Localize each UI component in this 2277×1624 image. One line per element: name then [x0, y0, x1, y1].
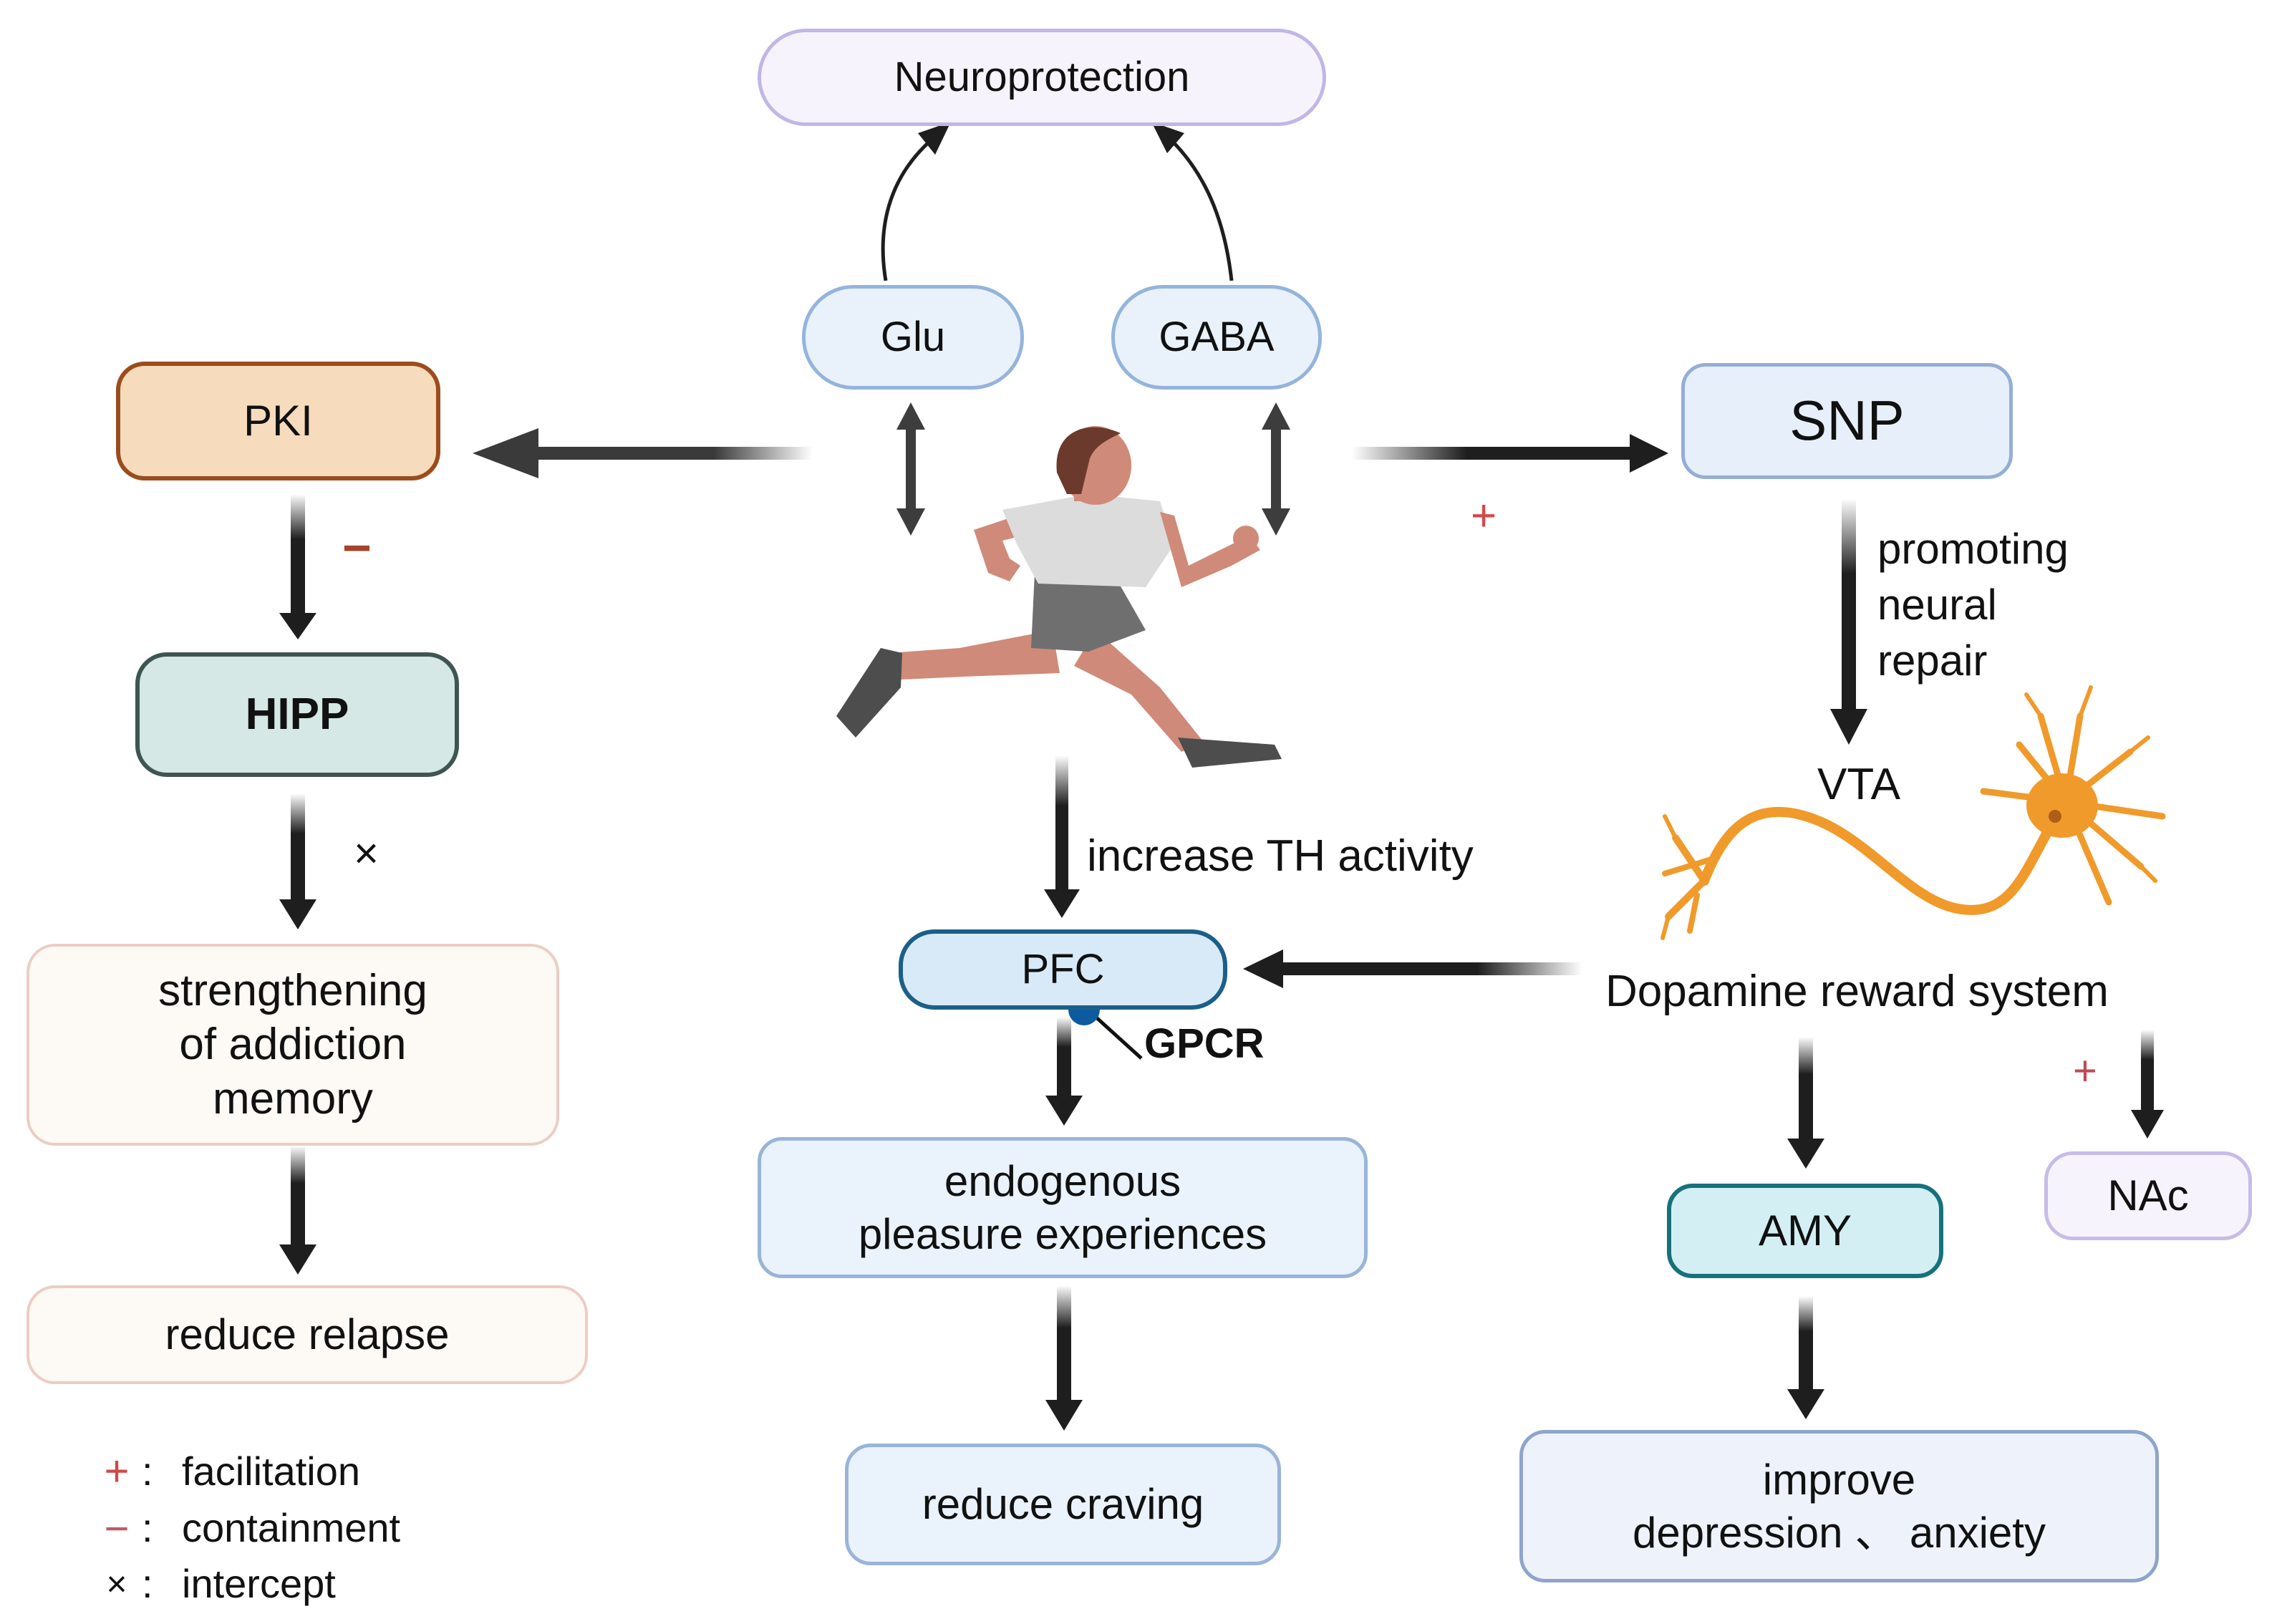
arrow-amy-improve: [1787, 1296, 1824, 1419]
legend-label-containment: containment: [182, 1505, 401, 1551]
arrow-dopamine-amy: [1787, 1037, 1824, 1169]
node-pfc-label: PFC: [1021, 945, 1105, 992]
arrow-dopamine-pfc: [1243, 949, 1582, 988]
sign-facilitation-nac: +: [2073, 1048, 2097, 1094]
node-neuroprotection: Neuroprotection: [758, 29, 1326, 126]
node-hipp-label: HIPP: [245, 690, 349, 740]
node-glu-label: Glu: [880, 313, 946, 360]
arrow-snp-vta: [1830, 498, 1867, 745]
node-snp-label: SNP: [1789, 389, 1905, 453]
node-strengthening-addiction-memory: strengthening of addiction memory: [26, 944, 559, 1146]
node-improve-line-2: depression 、 anxiety: [1633, 1508, 2046, 1557]
arrow-hipp-strengthening: [279, 793, 316, 929]
running-person-icon: [836, 426, 1282, 768]
node-reduce-craving-label: reduce craving: [922, 1480, 1204, 1529]
label-increase-th-activity: increase TH activity: [1087, 831, 1474, 881]
node-strengthening-line-3: memory: [213, 1073, 373, 1123]
node-strengthening-line-1: strengthening: [158, 965, 427, 1015]
node-snp: SNP: [1681, 363, 2013, 479]
node-nac: NAc: [2044, 1151, 2252, 1240]
arrow-exercise-snp: [1352, 434, 1668, 473]
node-improve-depression-anxiety: improve depression 、 anxiety: [1519, 1430, 2159, 1582]
label-vta: VTA: [1817, 760, 1900, 809]
node-pki-label: PKI: [243, 397, 313, 445]
node-amy: AMY: [1667, 1184, 1943, 1278]
sign-intercept-hipp: ×: [354, 829, 380, 877]
node-neuroprotection-label: Neuroprotection: [894, 53, 1190, 100]
sign-containment-pki: −: [342, 520, 372, 576]
legend-label-facilitation: facilitation: [182, 1448, 361, 1494]
node-gaba-label: GABA: [1159, 313, 1275, 360]
legend-item-containment: − : containment: [92, 1500, 400, 1557]
double-arrow-glu-exercise: [896, 402, 925, 536]
node-hipp: HIPP: [135, 652, 459, 777]
node-improve-line-1: improve: [1762, 1456, 1916, 1504]
plus-icon: +: [104, 1447, 130, 1495]
node-reduce-relapse-label: reduce relapse: [165, 1310, 450, 1359]
cross-icon: ×: [106, 1563, 127, 1604]
node-nac-label: NAc: [2107, 1171, 2189, 1220]
label-repair-line-1: promoting: [1877, 525, 2069, 573]
label-repair-line-2: neural: [1877, 581, 1997, 629]
arrow-gaba-neuroprotection: [1151, 122, 1234, 281]
arrow-glu-neuroprotection: [881, 122, 951, 281]
label-dopamine-reward-system: Dopamine reward system: [1605, 967, 2109, 1016]
node-reduce-relapse: reduce relapse: [26, 1285, 588, 1384]
node-strengthening-line-2: of addiction: [179, 1020, 407, 1070]
arrow-pfc-endogenous: [1045, 1017, 1083, 1126]
node-endogenous-pleasure: endogenous pleasure experiences: [758, 1137, 1368, 1278]
legend: + : facilitation − : containment × : int…: [92, 1443, 400, 1610]
arrow-pki-hipp: [279, 494, 316, 639]
legend-colon: :: [142, 1560, 153, 1606]
label-repair-line-3: repair: [1877, 637, 1988, 685]
arrow-exercise-pki: [473, 428, 813, 478]
arrow-strengthening-relapse: [279, 1146, 316, 1275]
node-endogenous-line-2: pleasure experiences: [858, 1209, 1267, 1258]
arrow-endogenous-craving: [1045, 1285, 1083, 1431]
legend-label-intercept: intercept: [182, 1560, 336, 1606]
legend-colon: :: [142, 1505, 153, 1551]
arrow-dopamine-nac: [2131, 1030, 2164, 1139]
node-pfc: PFC: [899, 929, 1227, 1010]
legend-item-facilitation: + : facilitation: [92, 1443, 400, 1500]
node-pki: PKI: [116, 362, 440, 480]
node-endogenous-line-1: endogenous: [944, 1157, 1181, 1206]
node-glu: Glu: [802, 285, 1024, 390]
legend-colon: :: [142, 1448, 153, 1494]
legend-item-intercept: × : intercept: [92, 1557, 400, 1610]
minus-icon: −: [104, 1504, 130, 1552]
node-reduce-craving: reduce craving: [845, 1444, 1281, 1565]
node-amy-label: AMY: [1758, 1207, 1852, 1255]
double-arrow-gaba-exercise: [1262, 402, 1290, 536]
sign-facilitation-snp: +: [1471, 491, 1497, 541]
label-gpcr: GPCR: [1144, 1020, 1265, 1067]
node-gaba: GABA: [1111, 285, 1322, 390]
arrow-exercise-pfc: [1044, 755, 1080, 918]
label-promoting-neural-repair: promoting neural repair: [1877, 521, 2069, 689]
neuron-icon: [1660, 685, 2166, 940]
